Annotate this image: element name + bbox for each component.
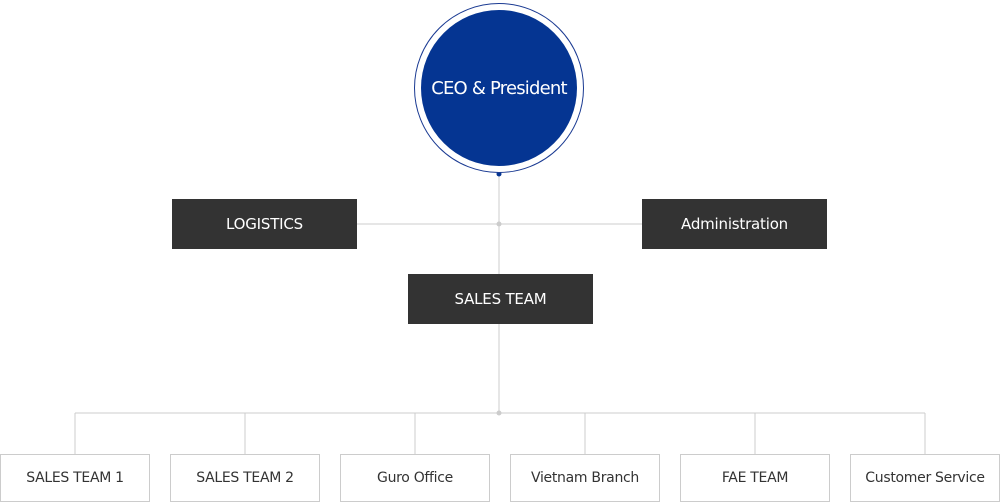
team-box-sales-team-2: SALES TEAM 2: [170, 454, 320, 502]
logistics-box: LOGISTICS: [172, 199, 357, 249]
team-box-vietnam-branch: Vietnam Branch: [510, 454, 660, 502]
team-box-fae-team: FAE TEAM: [680, 454, 830, 502]
administration-box: Administration: [642, 199, 827, 249]
support-junction-dot: [496, 221, 502, 227]
team-box-guro-office: Guro Office: [340, 454, 490, 502]
ceo-label: CEO & President: [431, 77, 567, 99]
ceo-node: CEO & President: [414, 3, 584, 173]
team-box-customer-service: Customer Service: [850, 454, 1000, 502]
ceo-circle: CEO & President: [421, 10, 577, 166]
sales-team-box: SALES TEAM: [408, 274, 593, 324]
team-box-sales-team-1: SALES TEAM 1: [0, 454, 150, 502]
team-junction-dot: [496, 410, 502, 416]
